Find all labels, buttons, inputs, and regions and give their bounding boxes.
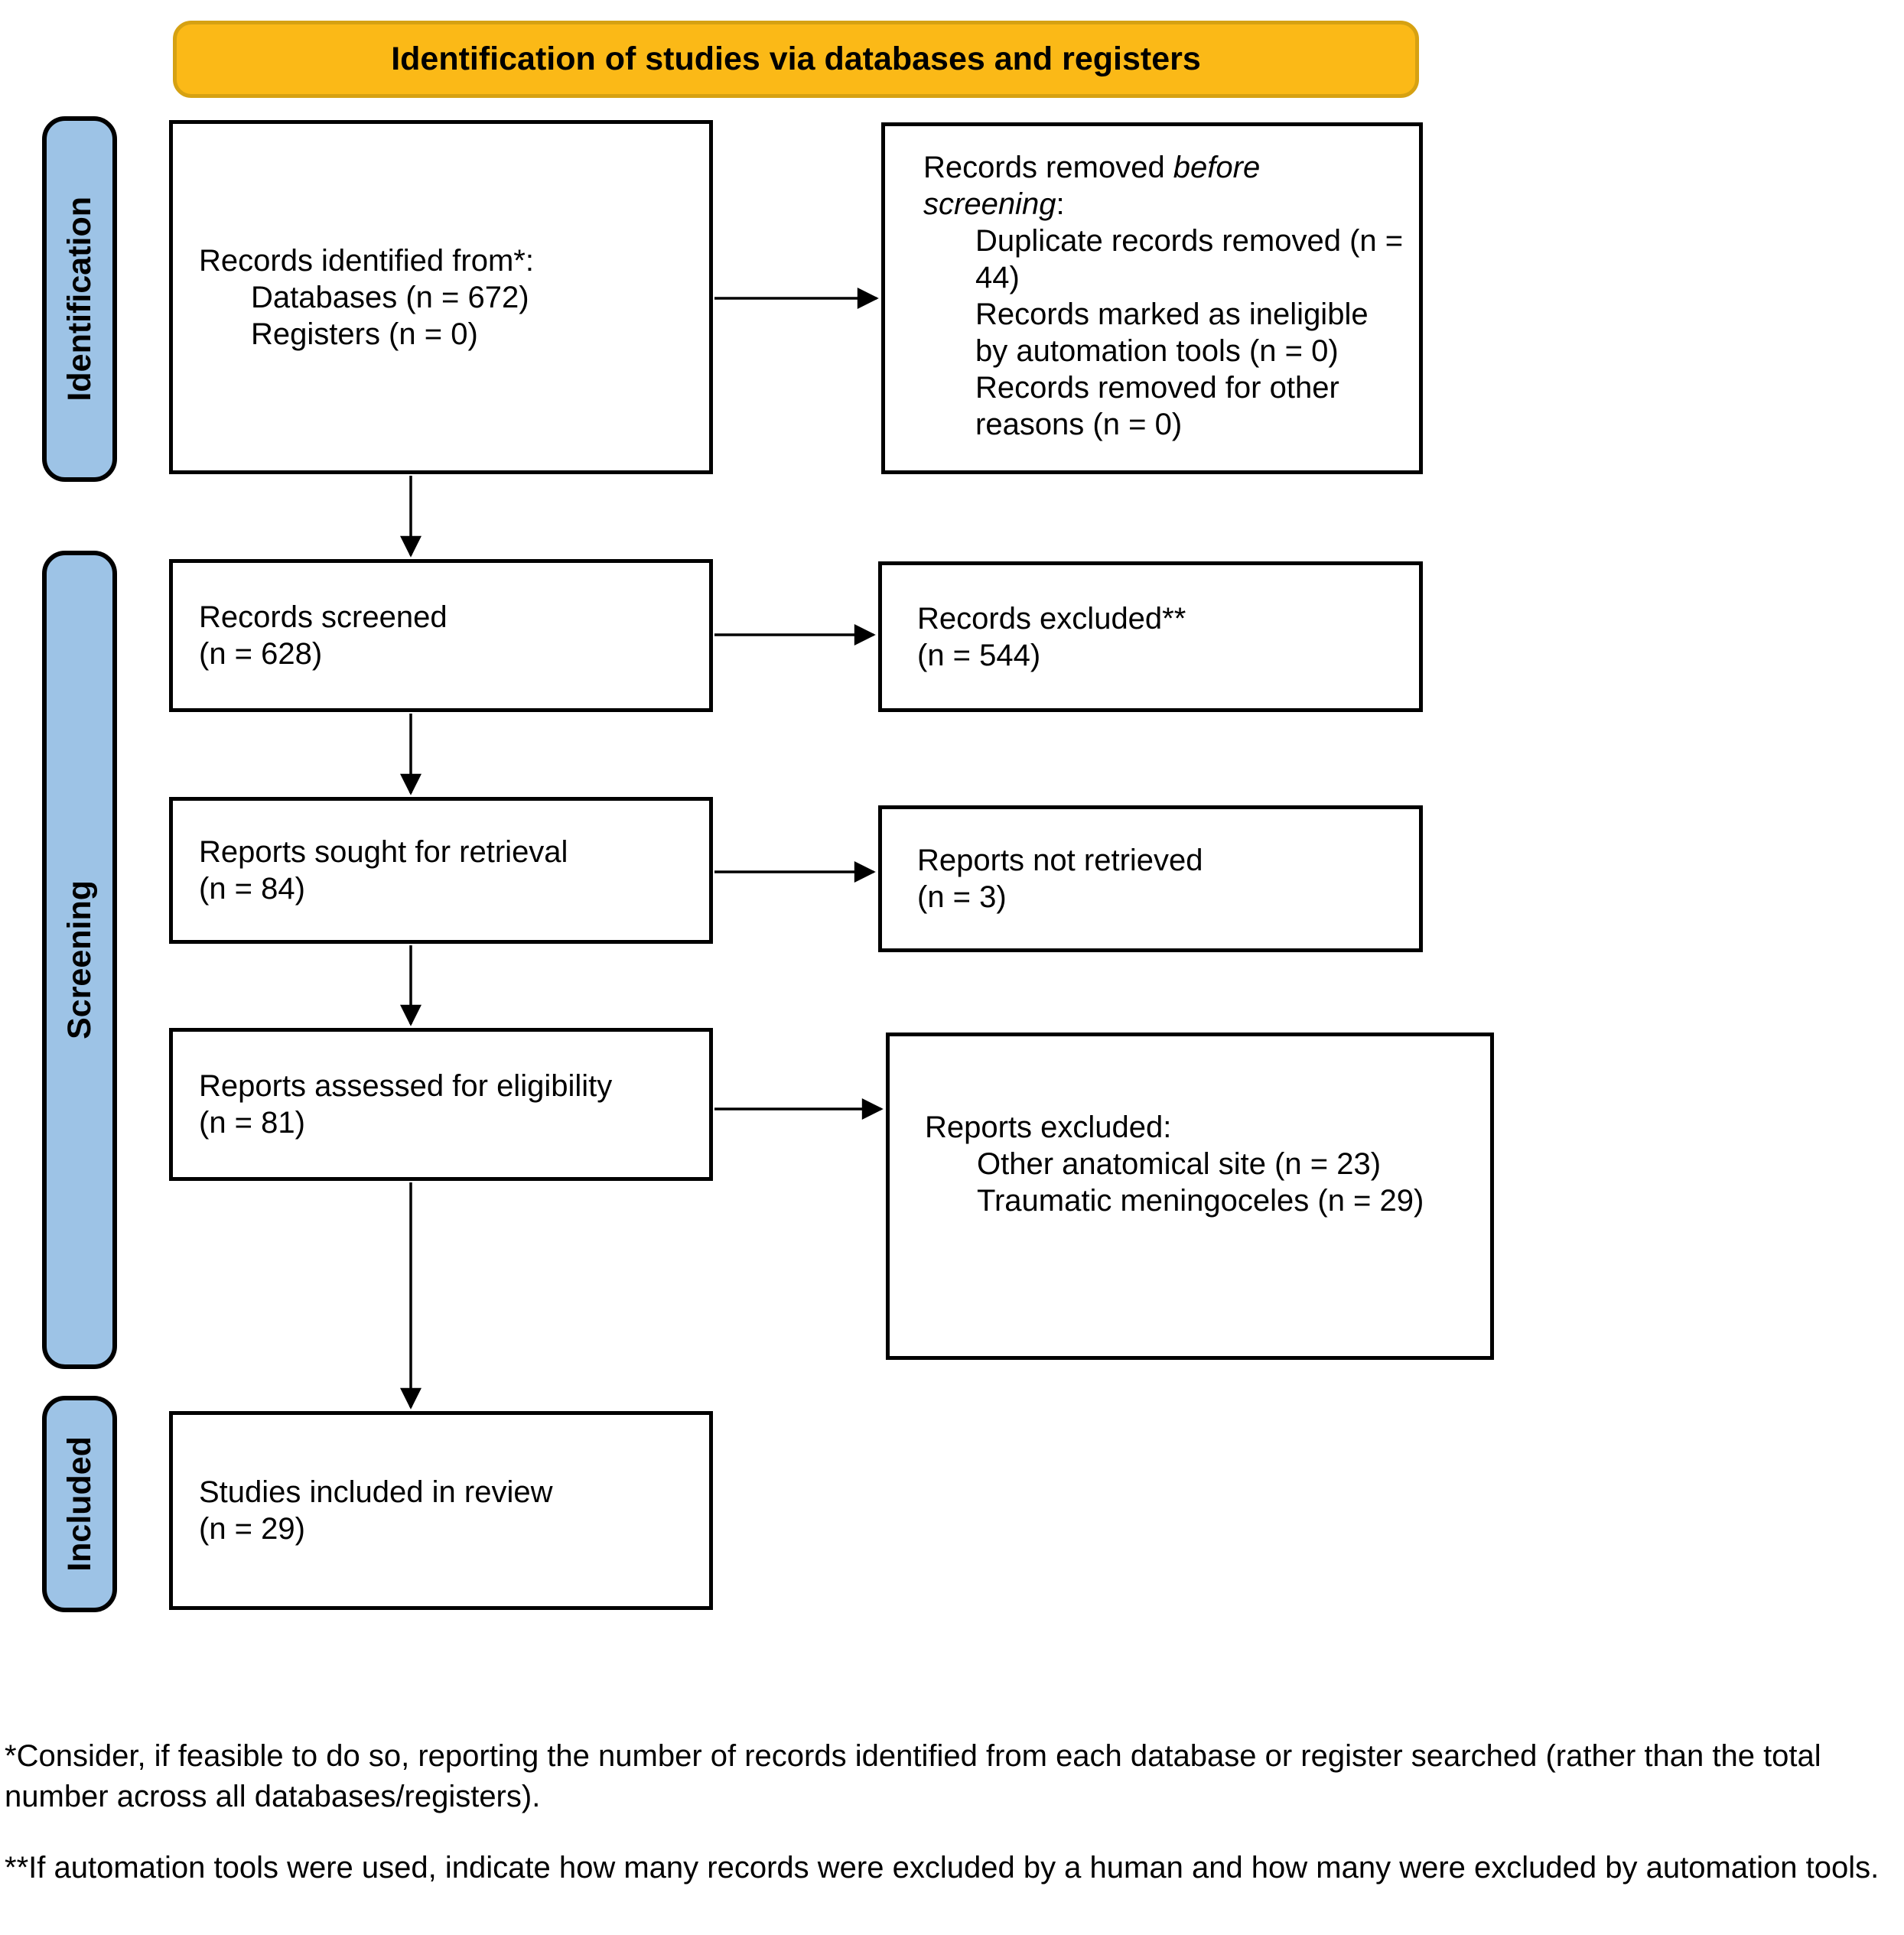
reports-excluded-box: Reports excluded: Other anatomical site … [886, 1033, 1494, 1360]
reports-sought-label: Reports sought for retrieval [199, 835, 568, 869]
banner-identification-via-databases: Identification of studies via databases … [173, 21, 1419, 98]
records-identified-title: Records identified from*: [199, 243, 534, 278]
footnotes: *Consider, if feasible to do so, reporti… [5, 1736, 1899, 1889]
reports-excluded-title: Reports excluded: [925, 1111, 1172, 1144]
records-excluded-box: Records excluded** (n = 544) [878, 561, 1423, 712]
records-identified-box: Records identified from*: Databases (n =… [169, 120, 713, 474]
reports-assessed-label: Reports assessed for eligibility [199, 1069, 613, 1103]
reports-not-retrieved-label: Reports not retrieved [917, 844, 1203, 877]
stage-label-included: Included [42, 1396, 117, 1612]
reports-excluded-traumatic: Traumatic meningoceles (n = 29) [977, 1184, 1424, 1218]
records-removed-duplicates: Duplicate records removed (n = 44) [975, 224, 1404, 294]
records-removed-title-suffix: : [1056, 187, 1065, 221]
records-screened-label: Records screened [199, 600, 448, 634]
records-screened-box: Records screened (n = 628) [169, 559, 713, 712]
records-removed-ineligible: Records marked as ineligible by automati… [975, 298, 1369, 368]
stage-label-screening: Screening [42, 551, 117, 1369]
reports-not-retrieved-box: Reports not retrieved (n = 3) [878, 805, 1423, 952]
footnote-asterisk: *Consider, if feasible to do so, reporti… [5, 1739, 1821, 1814]
reports-assessed-box: Reports assessed for eligibility (n = 81… [169, 1028, 713, 1181]
reports-assessed-count: (n = 81) [199, 1106, 305, 1140]
footnote-double-asterisk: **If automation tools were used, indicat… [5, 1851, 1880, 1885]
reports-sought-count: (n = 84) [199, 872, 305, 906]
reports-excluded-other-site: Other anatomical site (n = 23) [977, 1147, 1382, 1181]
studies-included-label: Studies included in review [199, 1475, 553, 1509]
records-removed-title-italic: before screening [923, 151, 1261, 221]
records-removed-title-prefix: Records removed [923, 151, 1173, 184]
records-removed-box: Records removed before screening: Duplic… [881, 122, 1423, 474]
records-identified-databases: Databases (n = 672) [251, 280, 529, 314]
reports-not-retrieved-count: (n = 3) [917, 880, 1007, 914]
studies-included-count: (n = 29) [199, 1512, 305, 1546]
studies-included-box: Studies included in review (n = 29) [169, 1411, 713, 1610]
stage-label-identification: Identification [42, 116, 117, 482]
records-removed-other: Records removed for other reasons (n = 0… [975, 371, 1339, 441]
records-screened-count: (n = 628) [199, 637, 323, 671]
records-identified-registers: Registers (n = 0) [251, 317, 478, 351]
records-excluded-label: Records excluded** [917, 601, 1186, 636]
records-excluded-count: (n = 544) [917, 638, 1041, 672]
banner-title: Identification of studies via databases … [391, 41, 1201, 77]
reports-sought-box: Reports sought for retrieval (n = 84) [169, 797, 713, 944]
records-removed-title: Records removed before screening: [923, 149, 1405, 223]
